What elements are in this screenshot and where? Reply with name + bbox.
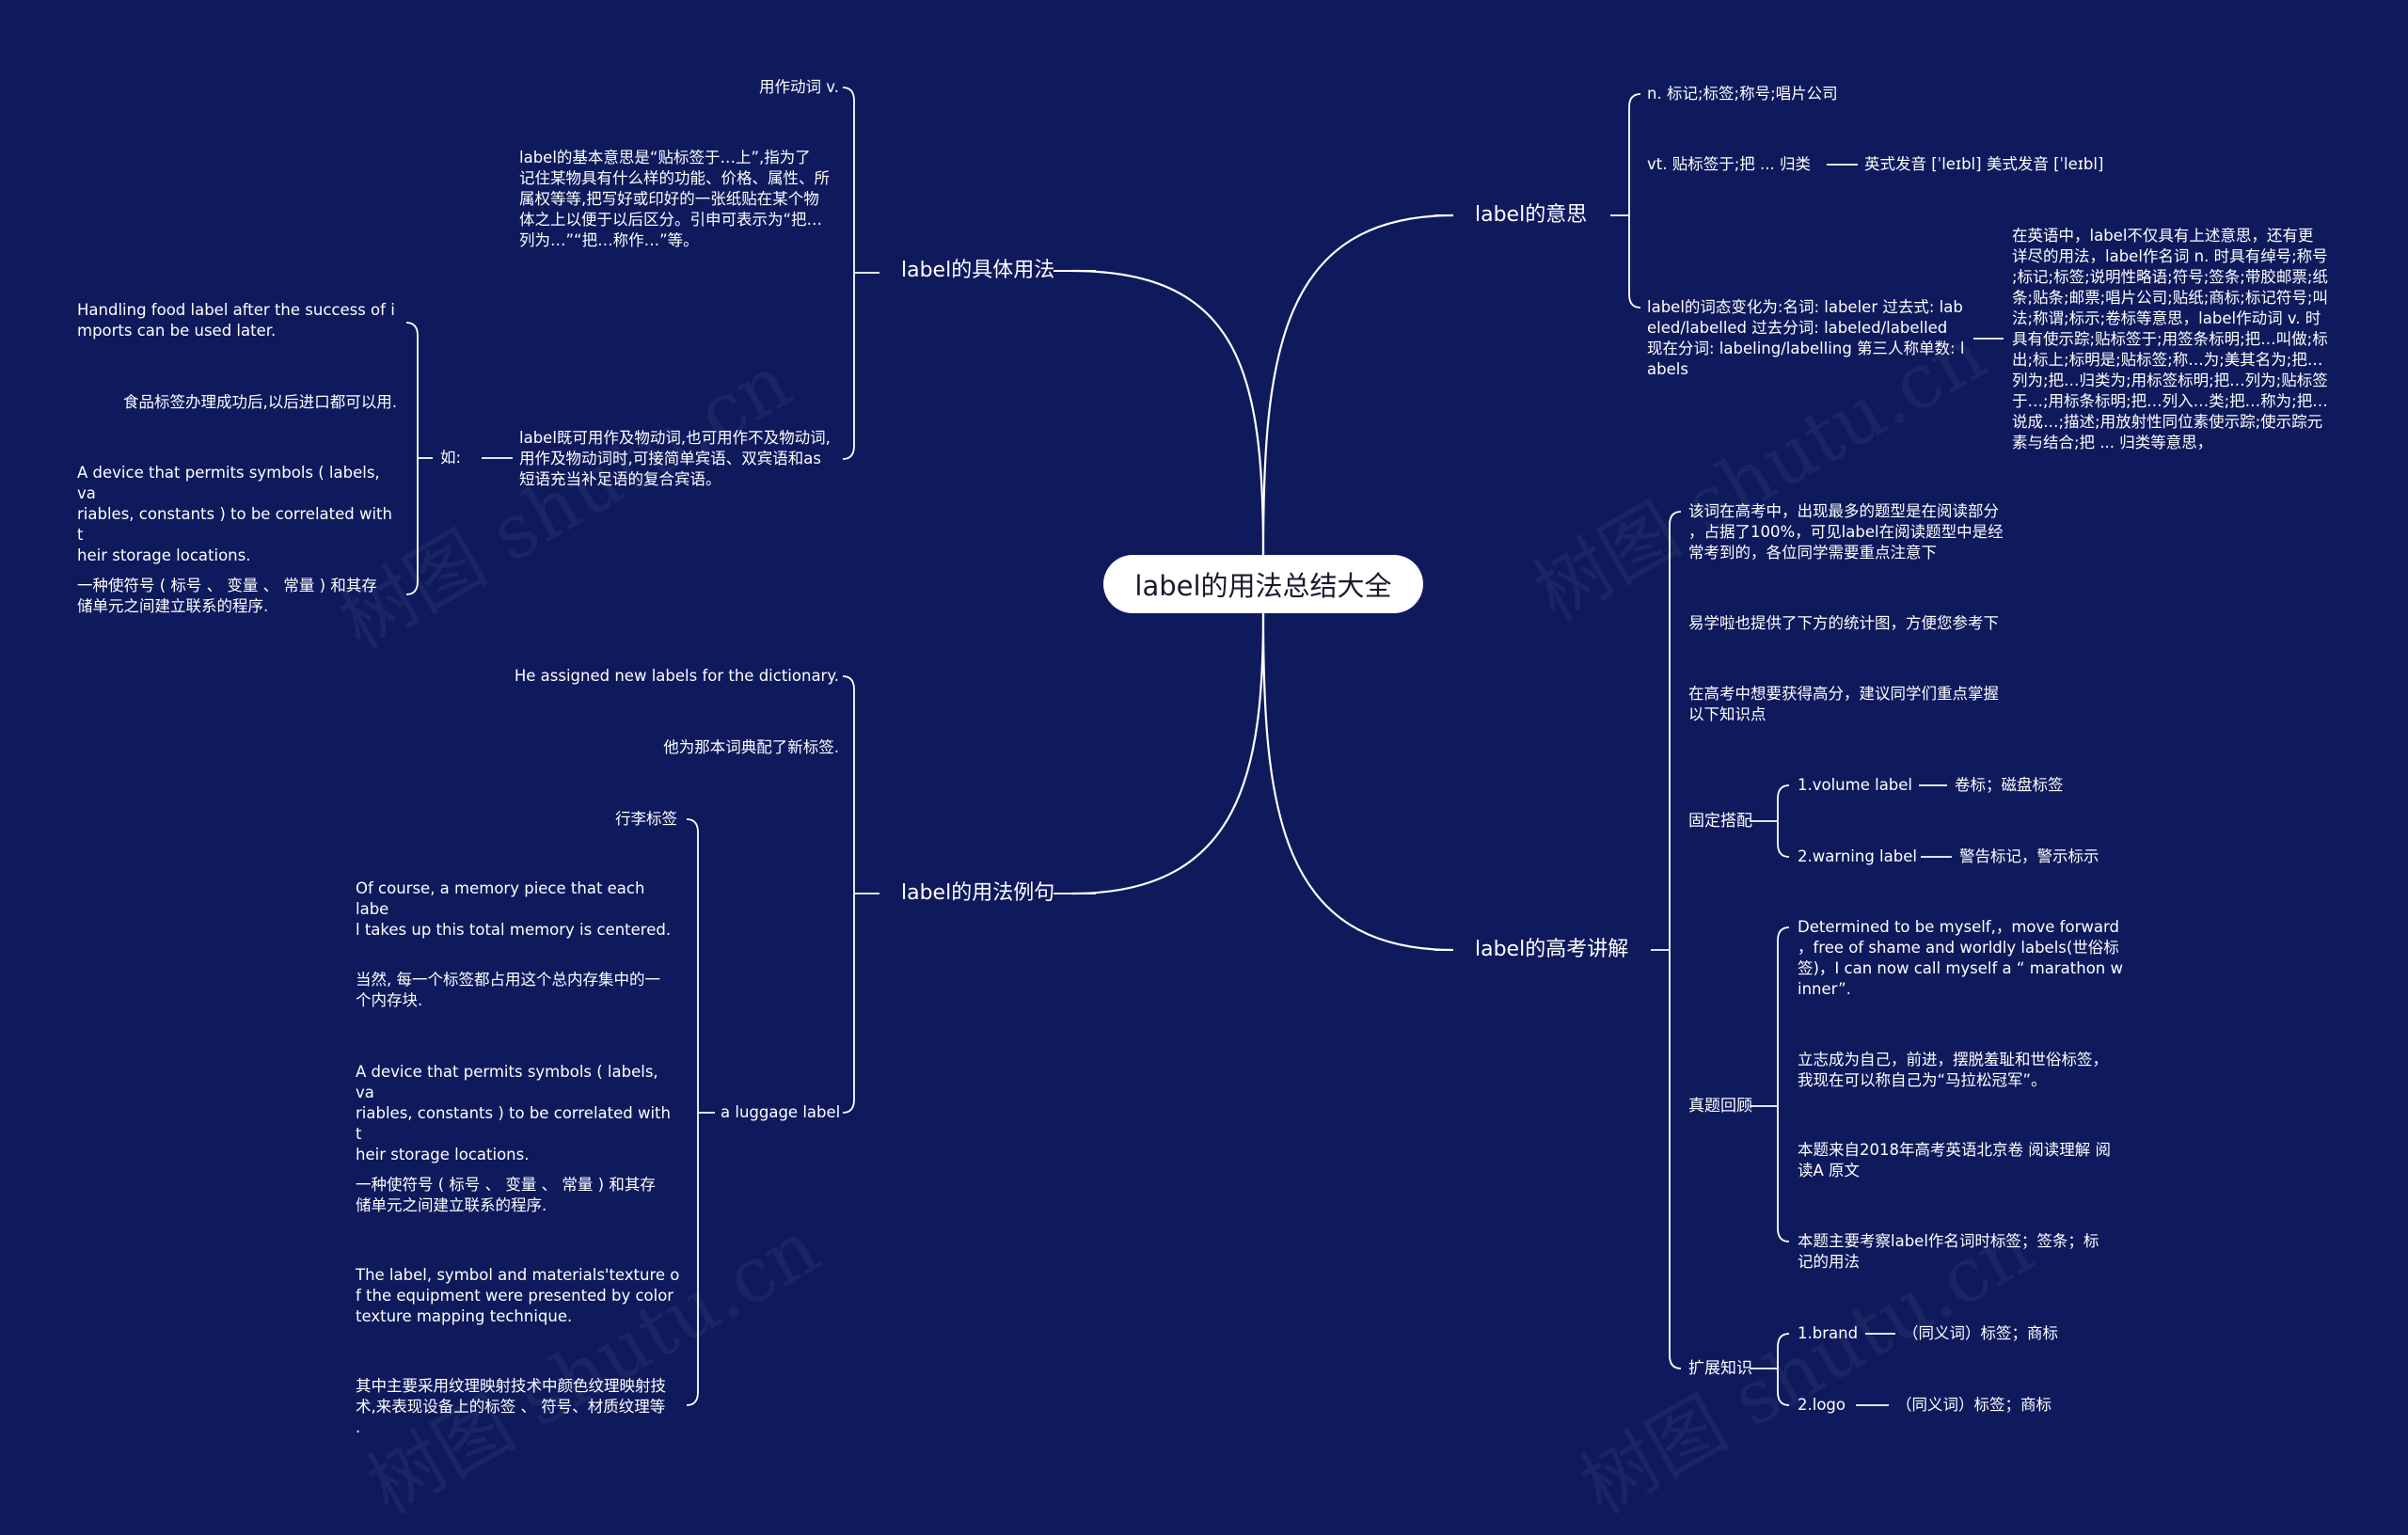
luggage-item-2[interactable]: Of course, a memory piece that each labe… xyxy=(356,879,672,939)
review-item-1[interactable]: Determined to be myself,，move forward ，f… xyxy=(1798,918,2123,998)
luggage-item-6[interactable]: The label, symbol and materials'texture … xyxy=(356,1266,680,1325)
luggage-item-4[interactable]: A device that permits symbols ( labels, … xyxy=(356,1063,671,1163)
usage-example-3[interactable]: A device that permits symbols ( labels, … xyxy=(77,464,392,564)
usage-transitive-intransitive[interactable]: label既可用作及物动词,也可用作不及物动词, 用作及物动词时,可接简单宾语、… xyxy=(519,429,831,488)
meaning-word-forms[interactable]: label的词态变化为:名词: labeler 过去式: lab eled/la… xyxy=(1647,298,1965,378)
meaning-pronunciation[interactable]: 英式发音 [ˈleɪbl] 美式发音 [ˈleɪbl] xyxy=(1864,155,2104,173)
review-item-2[interactable]: 立志成为自己，前进，摆脱羞耻和世俗标签， 我现在可以称自己为“马拉松冠军”。 xyxy=(1798,1051,2108,1089)
exam-point-3[interactable]: 在高考中想要获得高分，建议同学们重点掌握 以下知识点 xyxy=(1688,685,1999,723)
meaning-detail[interactable]: 在英语中，label不仅具有上述意思，还有更 详尽的用法，label作名词 n.… xyxy=(2012,227,2328,451)
fixed-warning-label-meaning[interactable]: 警告标记，警示标示 xyxy=(1959,847,2099,865)
luggage-item-7[interactable]: 其中主要采用纹理映射技术中颜色纹理映射技 术,来表现设备上的标签 、 符号、材质… xyxy=(356,1377,666,1436)
usage-example-1[interactable]: Handling food label after the success of… xyxy=(77,301,395,340)
fixed-volume-label[interactable]: 1.volume label xyxy=(1798,776,1913,794)
ext-brand-meaning[interactable]: （同义词）标签；商标 xyxy=(1903,1324,2058,1342)
luggage-item-5[interactable]: 一种使符号 ( 标号 、 变量 、 常量 ) 和其存 储单元之间建立联系的程序. xyxy=(356,1176,656,1214)
meaning-noun[interactable]: n. 标记;标签;称号;唱片公司 xyxy=(1647,85,1838,103)
connector-root-meaning xyxy=(1261,214,1454,556)
brace-fixed xyxy=(1777,784,1790,858)
brace-ext xyxy=(1777,1333,1790,1406)
luggage-item-1[interactable]: 行李标签 xyxy=(615,810,677,828)
usage-example-2[interactable]: 食品标签办理成功后,以后进口都可以用. xyxy=(123,393,397,411)
connector-root-usage xyxy=(1071,269,1265,556)
root-node[interactable]: label的用法总结大全 xyxy=(1103,555,1423,613)
connector-root-exam xyxy=(1261,612,1454,952)
review-item-4[interactable]: 本题主要考察label作名词时标签；签条；标 记的用法 xyxy=(1798,1232,2099,1271)
brace-sentences xyxy=(842,675,855,1114)
brace-review xyxy=(1777,926,1790,1242)
ext-logo[interactable]: 2.logo xyxy=(1798,1396,1846,1414)
usage-example-intro[interactable]: 如: xyxy=(440,449,462,467)
brace-exam xyxy=(1669,511,1682,1369)
usage-basic-meaning[interactable]: label的基本意思是“贴标签于…上”,指为了 记住某物具有什么样的功能、价格、… xyxy=(519,149,830,249)
branch-usage[interactable]: label的具体用法 xyxy=(901,259,1055,282)
ext-brand[interactable]: 1.brand xyxy=(1798,1324,1859,1342)
brace-meaning xyxy=(1628,93,1641,309)
exam-past-questions[interactable]: 真题回顾 xyxy=(1688,1097,1752,1116)
review-item-3[interactable]: 本题来自2018年高考英语北京卷 阅读理解 阅 读A 原文 xyxy=(1798,1141,2111,1179)
fixed-warning-label[interactable]: 2.warning label xyxy=(1798,847,1917,865)
brace-usage-examples xyxy=(405,322,419,595)
connector-root-sentences xyxy=(1071,612,1265,895)
exam-point-1[interactable]: 该词在高考中，出现最多的题型是在阅读部分 ，占据了100%，可见label在阅读… xyxy=(1688,502,2004,562)
luggage-label[interactable]: a luggage label xyxy=(721,1103,841,1121)
branch-exam[interactable]: label的高考讲解 xyxy=(1475,938,1629,961)
usage-example-4[interactable]: 一种使符号 ( 标号 、 变量 、 常量 ) 和其存 储单元之间建立联系的程序. xyxy=(77,577,377,615)
ext-logo-meaning[interactable]: （同义词）标签；商标 xyxy=(1896,1396,2052,1414)
exam-fixed-collocations[interactable]: 固定搭配 xyxy=(1688,812,1752,831)
meaning-verb[interactable]: vt. 贴标签于;把 ... 归类 xyxy=(1647,155,1812,173)
exam-point-2[interactable]: 易学啦也提供了下方的统计图，方便您参考下 xyxy=(1688,614,1999,632)
sentence-2[interactable]: 他为那本词典配了新标签. xyxy=(663,738,839,756)
sentence-1[interactable]: He assigned new labels for the dictionar… xyxy=(514,667,839,685)
branch-sentences[interactable]: label的用法例句 xyxy=(901,881,1055,905)
fixed-volume-label-meaning[interactable]: 卷标；磁盘标签 xyxy=(1955,776,2064,794)
brace-usage xyxy=(842,87,855,460)
branch-meaning[interactable]: label的意思 xyxy=(1475,203,1588,227)
brace-luggage xyxy=(686,818,699,1406)
usage-verb[interactable]: 用作动词 v. xyxy=(759,78,839,96)
exam-extended-knowledge[interactable]: 扩展知识 xyxy=(1688,1359,1752,1378)
luggage-item-3[interactable]: 当然, 每一个标签都占用这个总内存集中的一 个内存块. xyxy=(356,971,660,1009)
